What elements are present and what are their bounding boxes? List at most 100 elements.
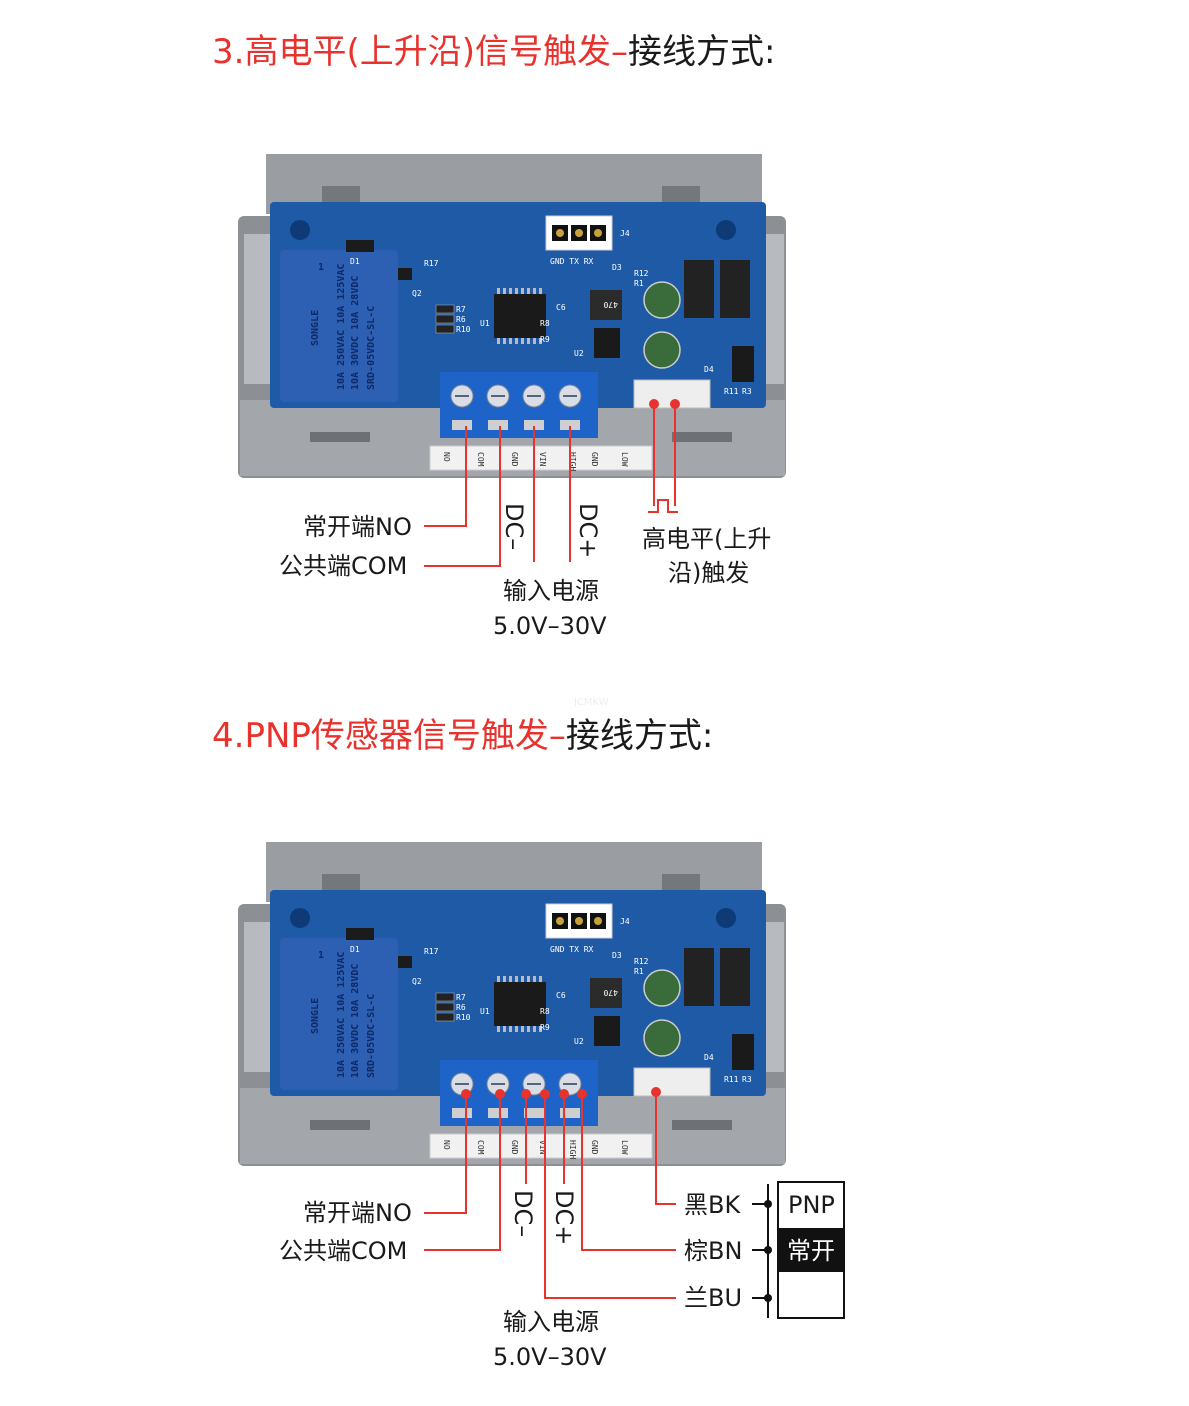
terminal-label-com: COM	[476, 1140, 485, 1155]
case-slot-right	[672, 432, 732, 442]
chip-u1-pin	[539, 288, 542, 294]
mount-hole-right	[716, 220, 736, 240]
label-brown-bn: 棕BN	[684, 1237, 742, 1265]
chip-u1-pin	[527, 288, 530, 294]
silk-c6: C6	[556, 303, 566, 312]
chip-u1-pin	[515, 1026, 518, 1032]
silk-r7: R7	[456, 305, 466, 314]
relay	[280, 938, 398, 1090]
terminal-label-high: HIGH	[568, 452, 577, 471]
wire-com	[424, 426, 501, 567]
label-no: 常开端NO	[303, 1199, 412, 1227]
relay-brand: SONGLE	[310, 310, 321, 346]
resistor-r10	[435, 1012, 455, 1022]
chip-u1-pin	[521, 976, 524, 982]
pnp-sensor-band	[778, 1228, 844, 1272]
transistor-q2	[398, 268, 412, 280]
label-black-bk: 黑BK	[684, 1191, 741, 1219]
label-no: 常开端NO	[303, 513, 412, 541]
relay-rating-1: 10A 250VAC 10A 125VAC	[336, 264, 347, 390]
header-pin-gold-1	[575, 917, 583, 925]
mosfet-2	[720, 948, 750, 1006]
signal-connector	[633, 379, 711, 409]
silk-r1: R1	[634, 279, 644, 288]
chip-u1-pin	[515, 976, 518, 982]
label-power-1: 输入电源	[503, 1308, 599, 1336]
chip-u1-pin	[527, 1026, 530, 1032]
case-side-tab-left	[244, 922, 270, 1072]
sensor-label-normally-open: 常开	[787, 1237, 835, 1265]
chip-u1-pin	[509, 288, 512, 294]
wire-black-bk	[655, 1092, 676, 1205]
terminal-label-vin: VIN	[538, 452, 547, 467]
wire-blue-bu	[544, 1094, 676, 1299]
optocoupler	[732, 346, 754, 382]
chip-u1-pin	[497, 338, 500, 344]
label-dc-plus: DC+	[574, 503, 602, 558]
mosfet-2	[720, 260, 750, 318]
silk-r6: R6	[456, 1003, 466, 1012]
chip-u1-pin	[533, 976, 536, 982]
chip-u1-pin	[503, 288, 506, 294]
optocoupler	[732, 1034, 754, 1070]
silk-r6: R6	[456, 315, 466, 324]
inductor	[590, 978, 622, 1008]
chip-u1-pin	[539, 338, 542, 344]
silk-r8: R8	[540, 1007, 550, 1016]
chip-u1-pin	[503, 1026, 506, 1032]
silk-r8: R8	[540, 319, 550, 328]
relay-pin-number: 1	[318, 262, 324, 273]
mount-hole-left	[290, 908, 310, 928]
wire-no	[424, 1094, 467, 1214]
silk-r11: R11	[724, 1075, 739, 1084]
terminal-clamp-1	[488, 420, 508, 430]
silk-r10: R10	[456, 1013, 471, 1022]
silk-r9: R9	[540, 335, 550, 344]
silk-r12: R12	[634, 957, 649, 966]
silk-u2: U2	[574, 1037, 584, 1046]
sensor-node-bu	[764, 1294, 772, 1302]
silk-q2: Q2	[412, 289, 422, 298]
silk-u1: U1	[480, 1007, 490, 1016]
case-slot-left	[310, 1120, 370, 1130]
chip-u1-pin	[503, 338, 506, 344]
chip-u2	[594, 1016, 620, 1046]
chip-u1-pin	[527, 976, 530, 982]
chip-u1	[494, 982, 546, 1026]
label-power-2: 5.0V–30V	[493, 612, 607, 640]
section3-title: 3.高电平(上升沿)信号触发–接线方式:	[212, 32, 776, 72]
label-com: 公共端COM	[279, 1237, 407, 1265]
inductor-value: 470	[603, 988, 618, 997]
silk-j4: J4	[620, 229, 630, 238]
silk-d1: D1	[350, 257, 360, 266]
capacitor-1	[643, 969, 681, 1007]
resistor-r6	[435, 1002, 455, 1012]
label-blue-bu: 兰BU	[684, 1284, 742, 1312]
terminal-clamp-1	[488, 1108, 508, 1118]
chip-u1-pin	[509, 976, 512, 982]
chip-u1	[494, 294, 546, 338]
chip-u1-pin	[521, 288, 524, 294]
header-pin-gold-2	[594, 229, 602, 237]
label-trigger-1: 高电平(上升	[642, 525, 771, 553]
section4-title: 4.PNP传感器信号触发–接线方式:	[212, 716, 714, 756]
label-com: 公共端COM	[279, 552, 407, 580]
label-power-2: 5.0V–30V	[493, 1343, 607, 1371]
relay-rating-1: 10A 250VAC 10A 125VAC	[336, 952, 347, 1078]
silk-r11: R11	[724, 387, 739, 396]
silk-r12: R12	[634, 269, 649, 278]
chip-u1-pin	[527, 338, 530, 344]
header-pin-gold-0	[556, 229, 564, 237]
diode-d1	[346, 928, 374, 940]
mosfet-1	[684, 260, 714, 318]
terminal-label-gnd: GND	[510, 1140, 519, 1155]
relay-pin-number: 1	[318, 950, 324, 961]
chip-u1-pin	[497, 1026, 500, 1032]
relay-model: SRD-05VDC-SL-C	[366, 306, 377, 390]
header-pin-gold-2	[594, 917, 602, 925]
silk-d4: D4	[704, 365, 714, 374]
